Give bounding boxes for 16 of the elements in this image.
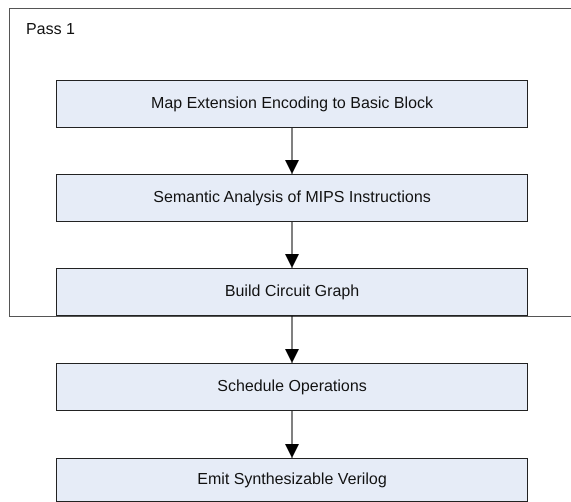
process-box [56,268,528,316]
process-box [56,174,528,222]
process-box [56,363,528,411]
arrow [285,222,299,268]
step-label: Build Circuit Graph [224,283,360,301]
step-label: Emit Synthesizable Verilog [197,471,387,489]
arrow [285,316,299,364]
group-frame [9,8,571,317]
arrow [285,410,299,458]
arrow [285,128,299,174]
step-label: Schedule Operations [217,378,367,396]
group-title: Pass 1 [26,21,75,39]
step-label: Semantic Analysis of MIPS Instructions [153,189,431,207]
step-label: Map Extension Encoding to Basic Block [151,95,433,113]
process-box [56,80,528,128]
process-box [56,458,528,502]
